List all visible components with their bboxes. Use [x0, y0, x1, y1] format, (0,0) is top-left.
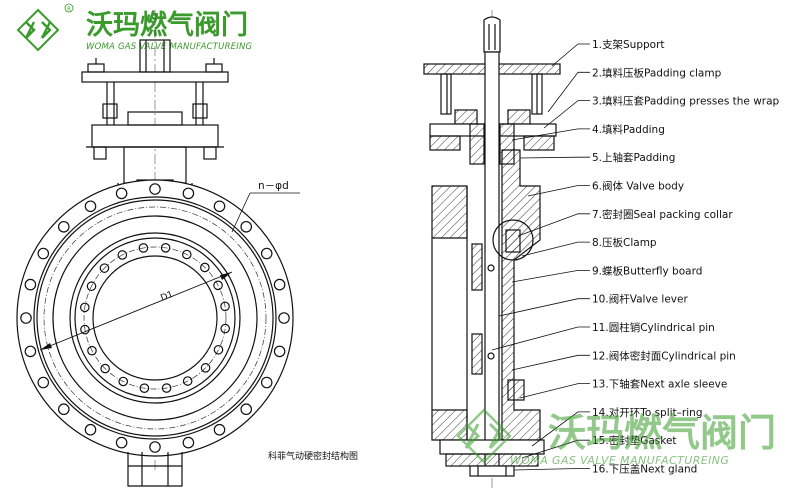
bolt-hole — [181, 249, 192, 260]
bolt-hole — [24, 278, 37, 291]
part-label: 14.对开环To split–ring — [592, 406, 702, 419]
bolt-hole — [79, 302, 90, 313]
parts-list: 1.支架Support 2.填料压板Padding clamp 3.填料压套Padd… — [592, 39, 780, 476]
watermark-name-cn: 沃玛燃气阀门 — [548, 411, 776, 455]
bolt-hole — [84, 423, 97, 436]
bolt-hole — [115, 187, 128, 200]
leader-line — [491, 326, 590, 351]
leader-line — [511, 128, 590, 141]
bolt-hole — [87, 345, 97, 356]
leader-line — [498, 298, 590, 317]
logo-mark-icon — [16, 8, 60, 52]
front-view — [16, 10, 300, 487]
bolt-hole — [273, 278, 286, 291]
bolt-hole — [100, 363, 110, 374]
bolt-hole — [149, 441, 161, 453]
leader-line — [519, 383, 590, 399]
bolt-hole — [86, 281, 97, 292]
part-label: 8.压板Clamp — [592, 236, 657, 249]
callout-leaders — [491, 43, 590, 471]
part-label: 15.密封垫Gasket — [592, 434, 677, 447]
part-label: 4.填料Padding — [592, 123, 665, 136]
brand-name-en: WOMA GAS VALVE MANUFACTUREING — [86, 42, 253, 52]
part-label: 12.阀体密封面Cylindrical pin — [592, 349, 736, 362]
bolt-hole — [138, 243, 149, 253]
dimension-diameter: D1 — [159, 290, 174, 304]
bolt-hole — [260, 247, 273, 260]
leader-line — [531, 411, 590, 447]
leader-line — [513, 468, 590, 471]
bolt-hole — [182, 436, 195, 449]
part-label: 2.填料压板Padding clamp — [592, 66, 722, 79]
part-label: 10.阀杆Valve lever — [592, 293, 688, 306]
bolt-hole — [57, 403, 70, 416]
bolt-hole — [220, 301, 230, 312]
bolt-hole — [139, 383, 150, 394]
bolt-hole — [84, 200, 97, 213]
leader-line — [511, 354, 590, 371]
bolt-hole — [200, 363, 211, 373]
bolt-hole — [99, 263, 110, 273]
bolt-hole — [57, 220, 70, 233]
bolt-hole — [118, 376, 129, 387]
bolt-hole — [213, 200, 226, 213]
leader-line — [543, 100, 590, 129]
bolt-hole — [200, 262, 210, 273]
section-view — [423, 10, 561, 490]
part-label: 13.下轴套Next axle sleeve — [592, 378, 727, 391]
part-label: 7.密封圈Seal packing collar — [592, 208, 733, 221]
dimension-bolt-holes: n－φd — [258, 180, 289, 192]
leader-line — [521, 439, 590, 459]
leader-line — [527, 185, 590, 197]
bolt-hole — [20, 312, 32, 324]
bolt-hole — [37, 247, 50, 260]
part-label: 9.蝶板Butterfly board — [592, 264, 702, 277]
watermark-logo-icon — [456, 408, 512, 464]
brand-name-cn: 沃玛燃气阀门 — [86, 10, 248, 41]
bolt-hole — [117, 250, 128, 260]
bolt-hole — [213, 280, 223, 291]
leader-line — [517, 213, 590, 237]
part-label: 16.下压盖Next gland — [592, 463, 697, 476]
bolt-hole — [273, 345, 286, 358]
bolt-hole — [24, 345, 37, 358]
inner-bolt-holes — [79, 242, 231, 394]
part-label: 5.上轴套Padding — [592, 151, 675, 164]
bolt-hole — [182, 376, 193, 386]
registered-mark: R — [67, 7, 71, 13]
bolt-hole — [160, 242, 171, 253]
diagram-caption: 科菲气动硬密封结构图 — [268, 450, 358, 462]
bolt-hole — [115, 436, 128, 449]
bolt-hole — [260, 376, 273, 389]
leader-line — [519, 156, 590, 159]
leader-line — [511, 269, 590, 283]
brand-logo: R 沃玛燃气阀门 WOMA GAS VALVE MANUFACTUREING — [16, 3, 253, 52]
part-label: 1.支架Support — [592, 39, 665, 51]
leader-line — [547, 71, 590, 113]
part-label: 3.填料压套Padding presses the wrap — [592, 95, 780, 108]
watermark: 沃玛燃气阀门 WOMA GAS VALVE MANUFACTUREING — [456, 408, 776, 467]
bolt-hole — [278, 312, 290, 324]
bolt-hole — [161, 383, 172, 393]
bolt-hole — [182, 187, 195, 200]
bolt-hole — [240, 220, 253, 233]
bolt-hole — [220, 323, 231, 334]
outer-bolt-holes — [20, 183, 290, 453]
bolt-hole — [240, 403, 253, 416]
bolt-hole — [213, 344, 224, 355]
bolt-hole — [149, 183, 161, 195]
part-label: 6.阀体 Valve body — [592, 180, 684, 193]
leader-line — [521, 241, 590, 257]
leader-line — [551, 43, 590, 67]
part-label: 11.圆柱销Cylindrical pin — [592, 321, 715, 334]
bolt-hole — [37, 376, 50, 389]
bolt-hole — [213, 423, 226, 436]
watermark-name-en: WOMA GAS VALVE MANUFACTUREING — [510, 454, 729, 467]
